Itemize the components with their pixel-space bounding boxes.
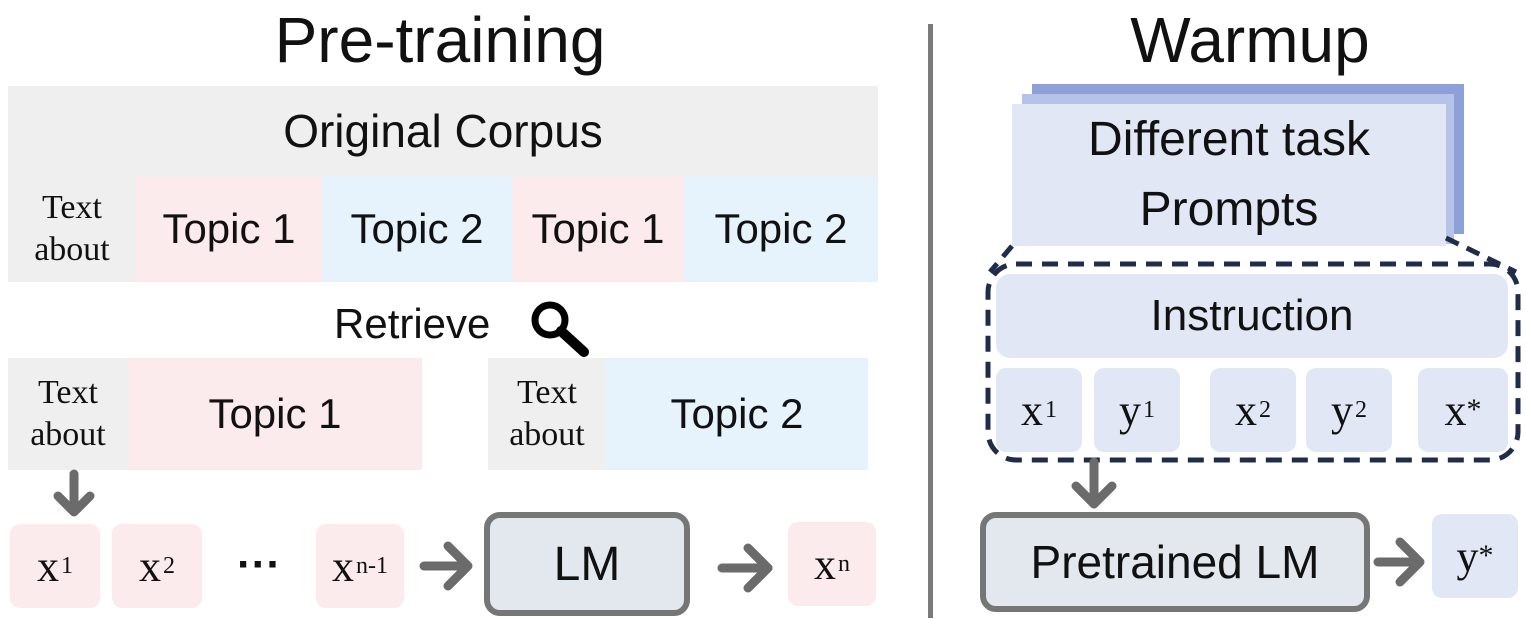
token-sup: * [1466, 393, 1482, 426]
prompt-token-xstar: x* [1418, 368, 1508, 452]
token-sub: 1 [61, 552, 73, 579]
token-ellipsis: ··· [237, 540, 281, 589]
down-arrow-icon [53, 469, 95, 517]
output-token-ystar: y* [1432, 514, 1518, 598]
token-sub: 1 [1143, 396, 1155, 423]
token-base: x [1444, 385, 1467, 435]
text-about-line1: Text [517, 373, 577, 411]
prompts-line2: Prompts [1139, 183, 1319, 236]
token-base: x [814, 539, 836, 589]
instruction-box: Instruction [996, 274, 1508, 358]
token-base: y [1456, 531, 1479, 581]
right-arrow-icon [419, 541, 473, 591]
pretrained-lm-box: Pretrained LM [980, 512, 1370, 612]
token-base: x [37, 541, 59, 591]
token-sub: 2 [1259, 396, 1271, 423]
lm-box: LM [484, 512, 690, 616]
retrieved-text-about-1: Text about [8, 358, 128, 470]
retrieved-topic-1: Topic 1 [128, 358, 422, 470]
text-about-line2: about [509, 416, 585, 453]
text-about-line1: Text [42, 188, 102, 226]
corpus-topic-1a: Topic 1 [136, 176, 322, 282]
token-sup: * [1478, 539, 1494, 572]
corpus-topic-2b: Topic 2 [684, 176, 878, 282]
token-sub: 1 [1045, 396, 1057, 423]
text-about-label: Text about [8, 176, 136, 282]
down-arrow-icon [1071, 457, 1117, 509]
token-base: y [1331, 385, 1353, 435]
token-base: x [1235, 385, 1257, 435]
prompts-line1: Different task [1088, 113, 1370, 167]
corpus-topic-2a: Topic 2 [322, 176, 512, 282]
text-about-line2: about [34, 231, 110, 268]
token-sub: 2 [163, 552, 175, 579]
pretraining-title: Pre-training [274, 4, 606, 76]
right-arrow-icon [717, 543, 773, 593]
magnifier-icon [526, 296, 590, 360]
retrieved-text-about-2: Text about [488, 358, 606, 470]
section-divider [928, 24, 933, 618]
warmup-title: Warmup [1130, 4, 1370, 76]
retrieved-topic-2: Topic 2 [606, 358, 868, 470]
corpus-topic-1b: Topic 1 [512, 176, 684, 282]
token-sub: n [838, 550, 850, 577]
retrieve-label: Retrieve [334, 300, 491, 347]
token-base: x [139, 541, 161, 591]
token-base: x [1021, 385, 1043, 435]
text-about-line2: about [30, 416, 106, 453]
token-sub: n-1 [356, 552, 388, 579]
token-base: x [332, 541, 354, 591]
prompts-card: Different task Prompts [1012, 104, 1446, 246]
token-sub: 2 [1355, 396, 1367, 423]
original-corpus-label: Original Corpus [8, 86, 878, 176]
text-about-line1: Text [38, 373, 98, 411]
token-base: y [1119, 385, 1141, 435]
right-arrow-icon [1373, 537, 1425, 587]
